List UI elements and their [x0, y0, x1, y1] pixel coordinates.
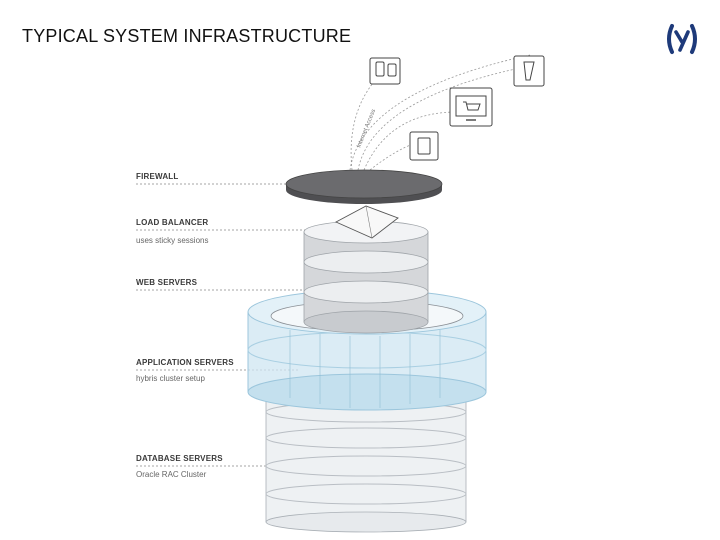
- tablet-icon: [409, 131, 439, 161]
- sublabel-application-servers: hybris cluster setup: [136, 374, 205, 383]
- sublabel-database-servers: Oracle RAC Cluster: [136, 470, 207, 479]
- database-servers-stack: [265, 389, 467, 533]
- mobile-phones-icon: [369, 57, 401, 85]
- web-servers-stack: [303, 220, 429, 334]
- kiosk-icon: [513, 55, 545, 87]
- page-title: TYPICAL SYSTEM INFRASTRUCTURE: [22, 26, 352, 46]
- shopping-cart-monitor-icon: [449, 87, 493, 127]
- sublabel-load-balancer: uses sticky sessions: [136, 236, 209, 245]
- load-balancer-icon: [334, 205, 399, 239]
- label-firewall: FIREWALL: [136, 172, 179, 181]
- firewall-disc: [285, 169, 443, 204]
- label-application-servers: APPLICATION SERVERS: [136, 358, 234, 367]
- label-database-servers: DATABASE SERVERS: [136, 454, 223, 463]
- internet-access-label: Internet Access: [356, 108, 377, 148]
- brand-logo-icon: [667, 24, 697, 54]
- label-web-servers: WEB SERVERS: [136, 278, 198, 287]
- label-load-balancer: LOAD BALANCER: [136, 218, 209, 227]
